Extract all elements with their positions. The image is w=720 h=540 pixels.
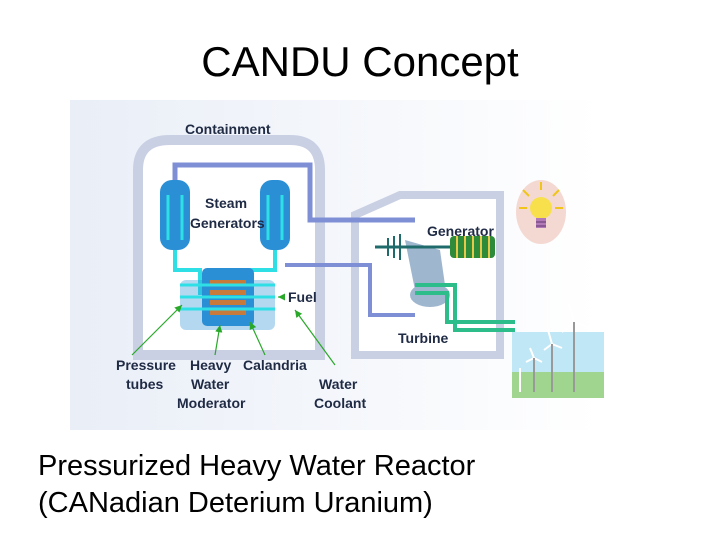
lightbulb-icon xyxy=(516,180,566,244)
fuel-bundles xyxy=(210,280,246,315)
candu-diagram: Containment Steam Generators Generator F… xyxy=(70,100,600,430)
steam-generator-left xyxy=(160,180,190,250)
label-steam-generators-1: Steam xyxy=(205,195,247,211)
caption-line-1: Pressurized Heavy Water Reactor xyxy=(38,450,476,482)
caption-line-2: (CANadian Deterium Uranium) xyxy=(38,487,433,519)
slide-title: CANDU Concept xyxy=(201,38,519,85)
pressure-tubes xyxy=(180,283,275,311)
label-heavy-water-2: Water xyxy=(191,376,230,392)
label-fuel: Fuel xyxy=(288,289,317,305)
label-calandria: Calandria xyxy=(243,357,307,373)
return-pipe xyxy=(285,263,415,317)
label-water-coolant-2: Coolant xyxy=(314,395,366,411)
label-containment: Containment xyxy=(185,121,271,137)
wind-turbines-icon xyxy=(512,301,604,398)
cooling-water-loop xyxy=(415,283,515,332)
steam-pipe xyxy=(172,162,415,223)
label-pressure-tubes-2: tubes xyxy=(126,376,164,392)
label-water-coolant-1: Water xyxy=(319,376,358,392)
label-steam-generators-2: Generators xyxy=(190,215,265,231)
label-heavy-water-3: Moderator xyxy=(177,395,246,411)
label-generator: Generator xyxy=(427,223,494,239)
caption: Pressurized Heavy Water Reactor (CANadia… xyxy=(38,448,475,522)
label-heavy-water-1: Heavy xyxy=(190,357,231,373)
pointer-arrows xyxy=(131,293,336,366)
generator xyxy=(450,236,495,258)
turbine-blades xyxy=(387,234,401,260)
steam-generator-right xyxy=(260,180,290,250)
label-pressure-tubes-1: Pressure xyxy=(116,357,176,373)
label-turbine: Turbine xyxy=(398,330,449,346)
coolant-loop-left xyxy=(173,250,202,295)
